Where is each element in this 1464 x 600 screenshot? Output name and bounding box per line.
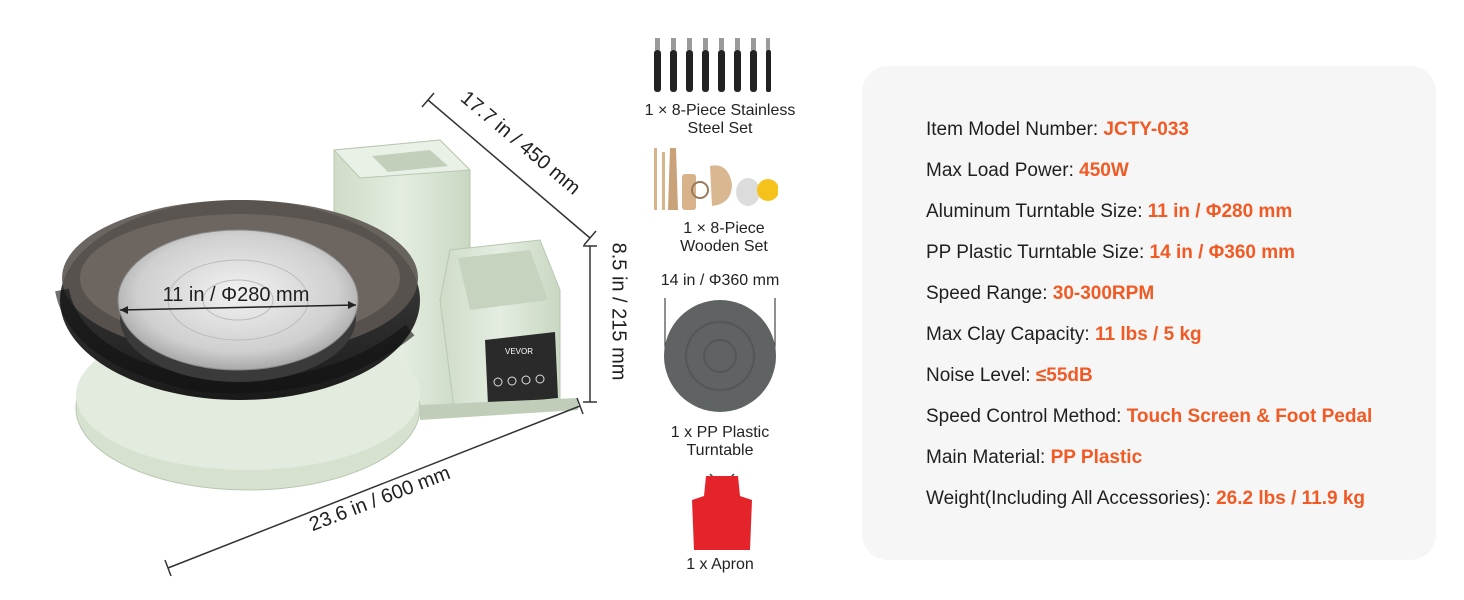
spec-row-model: Item Model Number: JCTY-033 <box>926 119 1189 140</box>
spec-row-material: Main Material: PP Plastic <box>926 447 1143 468</box>
turntable-dimension-label: 11 in / Φ280 mm <box>162 284 310 306</box>
spec-row-clay-capacity: Max Clay Capacity: 11 lbs / 5 kg <box>926 324 1202 345</box>
plastic-turntable-image <box>664 298 776 412</box>
spec-row-plastic-size: PP Plastic Turntable Size: 14 in / Φ360 … <box>926 242 1296 263</box>
steel-tools-caption: 1 × 8-Piece Stainless Steel Set <box>644 102 796 137</box>
plastic-turntable-size-label: 14 in / Φ360 mm <box>660 272 780 289</box>
spec-row-noise: Noise Level: ≤55dB <box>926 365 1093 386</box>
spec-card: Item Model Number: JCTY-033 Max Load Pow… <box>862 66 1436 560</box>
spec-row-speed-range: Speed Range: 30-300RPM <box>926 283 1155 304</box>
apron-image <box>692 473 752 550</box>
aluminum-turntable <box>117 229 359 382</box>
pottery-wheel-illustration: VEVOR <box>55 92 597 577</box>
plastic-turntable-caption: 1 x PP Plastic Turntable <box>670 424 770 459</box>
wooden-tools-caption: 1 × 8-Piece Wooden Set <box>680 220 768 255</box>
dimension-lines <box>119 92 597 577</box>
brand-logo: VEVOR <box>505 347 533 356</box>
spec-row-weight: Weight(Including All Accessories): 26.2 … <box>926 488 1365 509</box>
apron-caption: 1 x Apron <box>686 556 754 573</box>
spec-row-control-method: Speed Control Method: Touch Screen & Foo… <box>926 406 1373 427</box>
wooden-tools-image <box>654 148 778 210</box>
spec-row-aluminum-size: Aluminum Turntable Size: 11 in / Φ280 mm <box>926 201 1293 222</box>
control-panel: VEVOR <box>485 332 558 405</box>
spec-row-power: Max Load Power: 450W <box>926 160 1129 181</box>
steel-tools-image <box>654 38 771 92</box>
